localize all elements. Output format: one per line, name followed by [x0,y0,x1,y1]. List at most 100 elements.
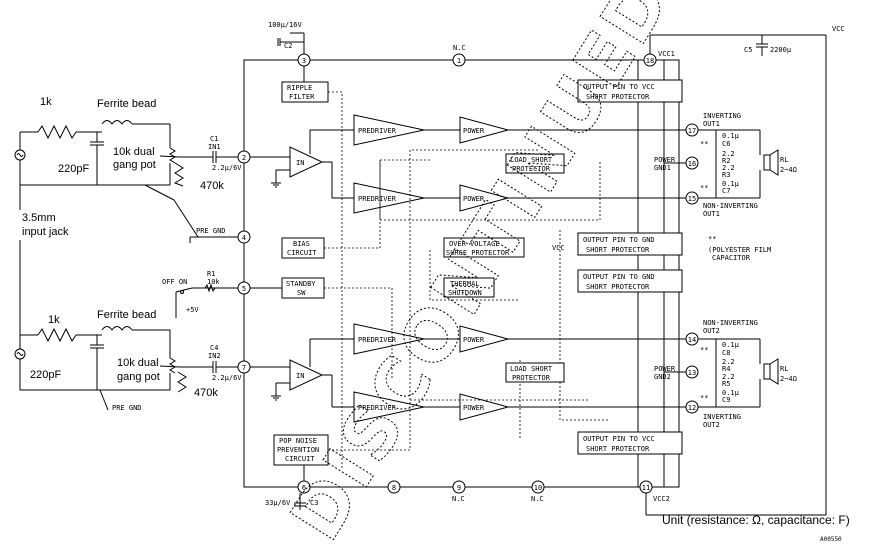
polyester-line-2: CAPACITOR [712,254,751,262]
unit-note: Unit (resistance: Ω, capacitance: F) [662,513,850,527]
c2-value: 100μ/16V [268,21,303,29]
svg-text:+5V: +5V [186,306,199,314]
svg-text:10: 10 [534,484,542,492]
svg-text:RL: RL [780,365,788,373]
svg-text:**: ** [700,394,708,402]
svg-text:R1: R1 [207,270,215,278]
pin-14: 14 [685,332,699,346]
svg-text:SHORT PROTECTOR: SHORT PROTECTOR [586,246,650,254]
svg-text:PROTECTOR: PROTECTOR [512,165,551,173]
out-vcc-protector-1: OUTPUT PIN TO VCC SHORT PROTECTOR [577,79,683,103]
power-stage-2b: POWER [459,393,510,421]
svg-text:OFF ON: OFF ON [162,278,187,286]
svg-text:C7: C7 [722,187,730,195]
load-short-protector-1: LOAD SHORT PROTECTOR [505,153,565,174]
svg-text:R4: R4 [722,365,730,373]
svg-text:C3: C3 [310,499,318,507]
svg-text:PREVENTION: PREVENTION [277,446,319,454]
svg-text:**: ** [700,184,708,192]
c1-capacitor: C1 IN1 2.2μ/6V [180,135,242,172]
pin-12-label-2: OUT2 [703,421,720,429]
svg-text:gang pot: gang pot [117,371,160,383]
pin-13-label-1: POWER [654,365,676,373]
supply-rail: VCC C5 2200μ [645,25,845,516]
svg-text:input jack: input jack [22,226,69,238]
svg-text:2.2μ/6V: 2.2μ/6V [212,374,242,382]
in-amplifier-2: IN [250,338,354,408]
svg-text:PREDRIVER: PREDRIVER [358,127,397,135]
svg-text:2~4Ω: 2~4Ω [780,375,797,383]
svg-text:17: 17 [688,127,696,135]
pin-18-label: VCC1 [658,50,675,58]
input-jack-label: 3.5mm input jack [19,185,69,335]
svg-text:12: 12 [688,404,696,412]
vcc-label: VCC [832,25,845,33]
pin-11: 11 [639,480,653,494]
pin-11-label: VCC2 [653,495,670,503]
svg-text:11: 11 [642,484,650,492]
svg-text:POWER: POWER [463,336,485,344]
svg-text:2.2: 2.2 [722,150,735,158]
svg-text:SHUTDOWN: SHUTDOWN [448,289,482,297]
svg-text:8: 8 [392,484,396,492]
svg-text:LOAD SHORT: LOAD SHORT [510,365,553,373]
svg-text:**: ** [700,140,708,148]
pre-gnd-link: PRE GND [173,199,238,243]
input-network-2: 1k Ferrite bead 220pF 10k dual gang pot … [14,309,218,412]
output-network-2: RL 2~4Ω 0.1μ C8 2.2 R4 2.2 R5 0.1μ C9 **… [698,338,797,408]
svg-text:gang pot: gang pot [113,159,156,171]
doc-code: A00550 [820,536,842,543]
svg-text:THERMAL: THERMAL [450,280,480,288]
svg-text:PREDRIVER: PREDRIVER [358,336,397,344]
svg-text:220pF: 220pF [30,369,61,381]
c4-capacitor: C4 IN2 2.2μ/6V [180,344,242,382]
pin-14-label-1: NON-INVERTING [703,319,758,327]
svg-text:CIRCUIT: CIRCUIT [285,455,315,463]
svg-text:2.2: 2.2 [722,358,735,366]
svg-text:6: 6 [302,484,306,492]
pin-1: 1 [452,53,466,67]
pin-12: 12 [685,400,699,414]
svg-text:RIPPLE: RIPPLE [287,84,312,92]
svg-text:0.1μ: 0.1μ [722,341,740,349]
svg-text:C4: C4 [210,344,218,352]
svg-text:POWER: POWER [463,127,485,135]
svg-text:16: 16 [688,160,696,168]
svg-text:FILTER: FILTER [289,93,315,101]
svg-text:SHORT PROTECTOR: SHORT PROTECTOR [586,283,650,291]
input-network-1: 1k Ferrite bead 220pF 10k dual gang pot … [14,96,224,201]
vcc-short-label: VCC [552,244,565,252]
svg-text:SHORT PROTECTOR: SHORT PROTECTOR [586,445,650,453]
out-vcc-protector-2: OUTPUT PIN TO VCC SHORT PROTECTOR [577,431,683,455]
svg-text:PREDRIVER: PREDRIVER [358,404,397,412]
pin-15-label-1: NON-INVERTING [703,202,758,210]
c2-label: C2 [284,42,292,50]
pin-5: 5 [237,281,251,295]
svg-text:9: 9 [457,484,461,492]
svg-text:LOAD SHORT: LOAD SHORT [510,156,553,164]
pin-10: 10 [531,480,545,494]
svg-text:R5: R5 [722,380,730,388]
svg-text:470k: 470k [194,387,218,399]
svg-text:10k dual: 10k dual [113,146,155,158]
svg-text:0.1μ: 0.1μ [722,389,740,397]
svg-text:OVER VOLTAGE: OVER VOLTAGE [449,240,500,248]
svg-text:3: 3 [302,57,306,65]
svg-text:Ferrite bead: Ferrite bead [97,309,156,321]
svg-text:3.5mm: 3.5mm [22,212,56,224]
svg-text:2: 2 [242,154,246,162]
svg-text:15: 15 [688,195,696,203]
svg-text:33μ/6V: 33μ/6V [265,499,291,507]
pin-9: 9 [452,480,466,494]
svg-text:C9: C9 [722,396,730,404]
svg-text:1k: 1k [48,314,60,326]
svg-text:220pF: 220pF [58,163,89,175]
pin-16-label-2: GND1 [654,164,671,172]
pin-1-label: N.C [453,44,466,52]
pin-13-label-2: GND2 [654,373,671,381]
svg-text:BIAS: BIAS [293,240,310,248]
predriver-2b: PREDRIVER [353,391,425,423]
pin-4-label: PRE GND [196,227,226,235]
pin-10-label: N.C [531,495,544,503]
